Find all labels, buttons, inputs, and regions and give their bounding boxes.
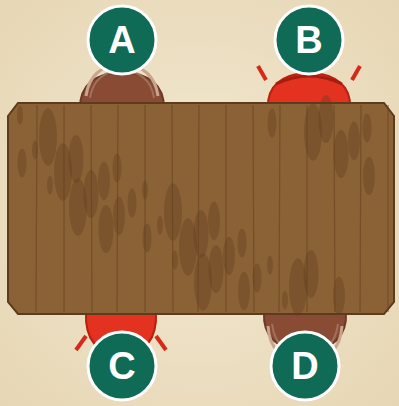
wood-knot (142, 180, 148, 199)
wood-knot (289, 258, 307, 316)
plank-seam (387, 105, 388, 312)
wood-knot (39, 108, 57, 166)
wood-knot (223, 237, 235, 275)
wood-knot (363, 114, 372, 143)
label-circle (275, 6, 343, 74)
wood-knot (32, 140, 38, 159)
plank-seam (36, 105, 37, 312)
label-circle (271, 332, 339, 400)
wood-knot (267, 255, 273, 274)
wooden-table (8, 95, 394, 316)
wood-knot (334, 130, 349, 178)
wood-knot (18, 149, 27, 178)
plank-seam (225, 105, 226, 312)
wood-knot (268, 109, 277, 138)
wood-knot (363, 157, 375, 195)
wood-knot (164, 183, 182, 241)
wood-knot (238, 272, 250, 310)
wood-knot (113, 154, 122, 183)
wood-grain (17, 95, 388, 316)
wood-knot (47, 175, 53, 194)
seat-letter: D (291, 347, 318, 385)
seat-letter: C (108, 347, 135, 385)
seat-label-circle: B (273, 4, 345, 76)
plank-seam (360, 105, 361, 312)
wood-knot (99, 205, 114, 253)
plank-seam (63, 105, 64, 312)
seat-label-circle: A (86, 4, 158, 76)
wood-knot (54, 143, 72, 201)
seat-label-circle: C (86, 330, 158, 402)
label-holder: C (86, 330, 158, 402)
label-holder: D (269, 330, 341, 402)
wood-knot (282, 290, 288, 309)
wood-knot (157, 215, 163, 234)
wood-knot (143, 224, 152, 253)
wood-knot (238, 229, 247, 258)
label-circle (88, 6, 156, 74)
wood-knot (333, 277, 345, 315)
wood-knot (208, 202, 220, 240)
label-holder: A (86, 4, 158, 76)
wood-knot (128, 189, 137, 218)
wood-knot (17, 105, 23, 124)
wood-knot (179, 218, 197, 276)
seat-letter: B (295, 21, 322, 59)
wood-knot (113, 197, 125, 235)
seat-letter: A (108, 21, 135, 59)
wood-knot (69, 178, 87, 236)
label-circle (88, 332, 156, 400)
wood-knot (304, 103, 322, 161)
wood-knot (253, 264, 262, 293)
wood-knot (348, 122, 360, 160)
label-holder: B (273, 4, 345, 76)
seat-label-circle: D (269, 330, 341, 402)
wood-knot (98, 162, 110, 200)
plank-seam (144, 105, 145, 312)
wood-knot (194, 253, 212, 311)
wood-knot (172, 250, 178, 269)
plank-seam (334, 105, 335, 312)
plank-seam (279, 105, 280, 312)
